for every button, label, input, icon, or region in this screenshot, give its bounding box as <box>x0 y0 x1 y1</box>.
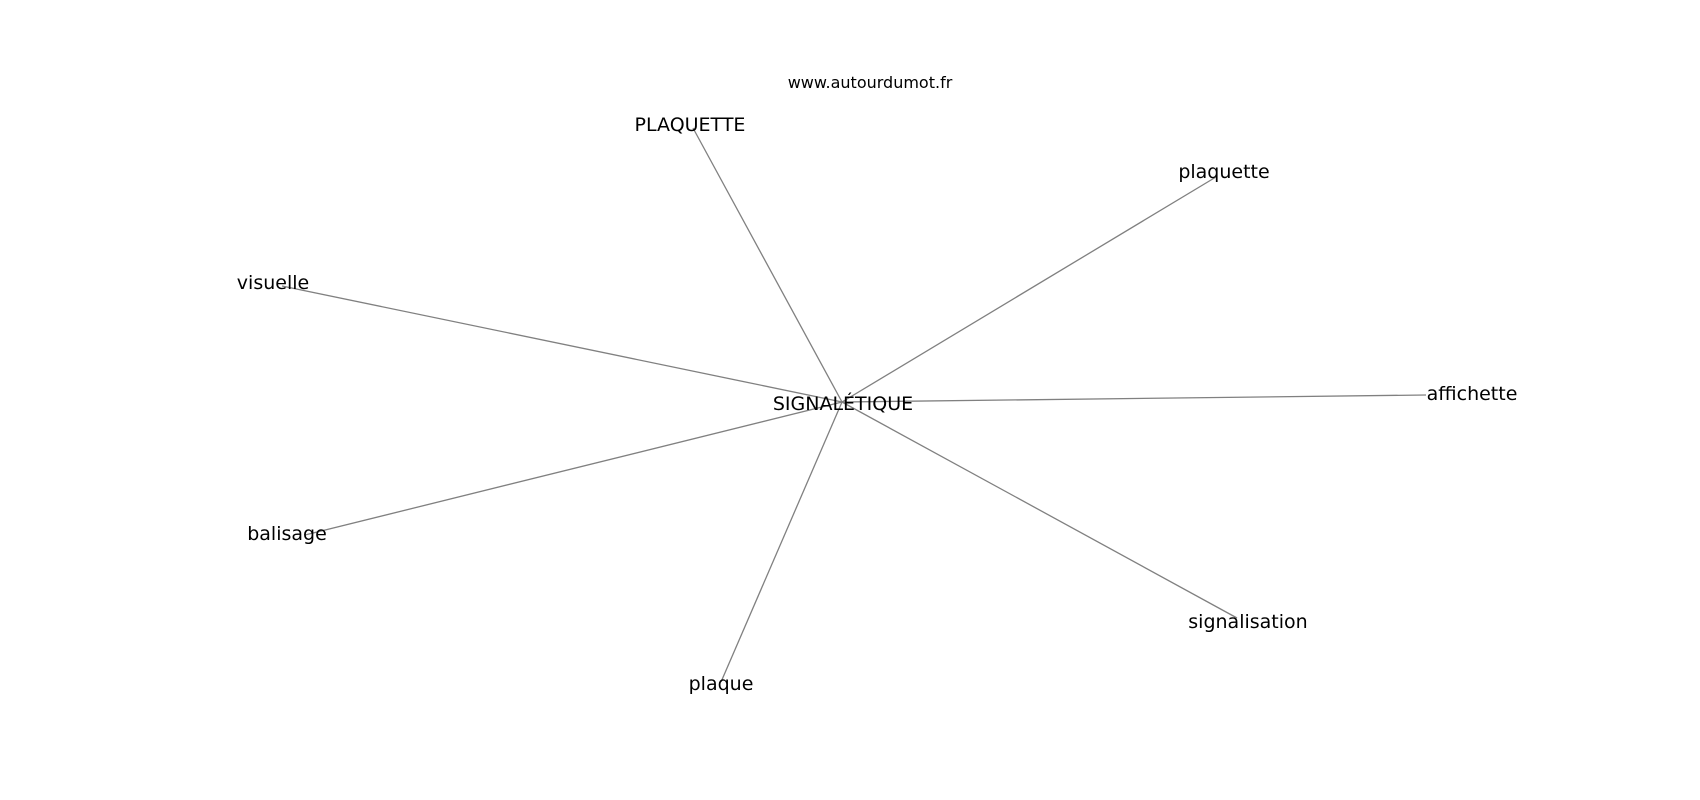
site-label[interactable]: www.autourdumot.fr <box>788 73 953 92</box>
word-node-plaquette[interactable]: plaquette <box>1178 161 1269 183</box>
edge-plaque <box>720 401 843 683</box>
edge-affichette <box>841 394 1427 403</box>
word-node-affichette[interactable]: affichette <box>1427 383 1518 405</box>
related-words: PLAQUETTE plaquette visuelle affichette bali… <box>237 114 1518 695</box>
edges <box>281 127 1427 683</box>
edge-balisage <box>304 401 843 536</box>
word-node-visuelle[interactable]: visuelle <box>237 272 309 294</box>
edge-signalisation <box>841 401 1238 619</box>
edge-plaquette <box>841 176 1217 403</box>
edge-visuelle <box>281 285 843 403</box>
word-node-signalisation[interactable]: signalisation <box>1188 611 1307 633</box>
center-word-label[interactable]: SIGNALÉTIQUE <box>773 392 913 415</box>
edge-plaquette <box>692 127 843 403</box>
word-node-balisage[interactable]: balisage <box>247 523 327 545</box>
word-node-plaque[interactable]: plaque <box>689 673 754 695</box>
word-node-plaquette[interactable]: PLAQUETTE <box>635 114 746 136</box>
